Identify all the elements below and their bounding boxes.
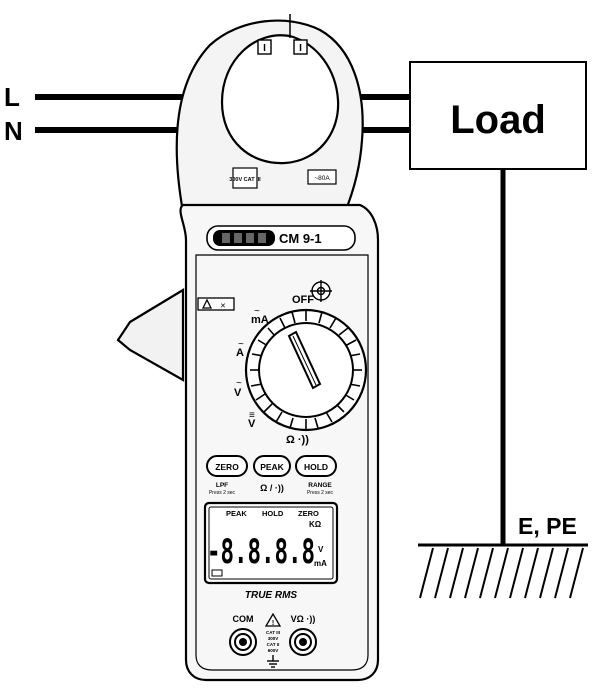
com-jack-label: COM [233,614,254,624]
jaw-mark-right [293,39,308,55]
lcd-v: V [318,545,324,554]
range-label: RANGE [308,482,332,489]
dial-label-v-ac: V [234,387,242,399]
lcd-display: PEAK HOLD ZERO KΩ -8.8.8.8 V mA [203,501,339,585]
dial-label-off: OFF [292,294,314,306]
rotary-dial[interactable] [244,308,368,432]
dial-label-ohm: Ω ·)) [286,434,309,446]
lcd-digits: -8.8.8.8 [207,532,315,572]
load-label: Load [450,98,546,142]
svg-text:HOLD: HOLD [304,462,328,472]
lcd-peak: PEAK [226,509,247,518]
dial-label-v-dc: V [248,418,256,430]
neutral-label: N [4,116,23,146]
ground-hatching [419,547,584,599]
jack-rating-4: 600V [268,648,279,653]
earth-label: E, PE [518,513,577,539]
jack-rating-3: CAT II [267,642,280,647]
dial-label-a: A [236,347,244,359]
jaw-amp-badge-text: ~80A [314,175,330,182]
com-jack[interactable] [229,628,257,656]
hold-button[interactable]: HOLD [295,455,337,477]
ground-symbol-icon [267,655,279,668]
clamp-jaw-opening [220,34,340,165]
gear-icon [310,280,332,302]
lcd-hold: HOLD [262,509,284,518]
meter-body-inner [195,254,369,671]
lpf-label: LPF [216,482,228,489]
dial-pointer-line [292,335,317,386]
lcd-kohm: KΩ [309,520,322,529]
jaw-cat-badge-text: 300V CAT III [229,177,261,183]
svg-text:✕: ✕ [220,303,226,310]
range-sublabel: Press 2 sec [307,490,334,496]
zero-button[interactable]: ZERO [206,455,248,477]
jack-rating-2: 300V [268,636,279,641]
svg-text:~: ~ [236,378,242,389]
svg-text:!: ! [272,620,274,627]
model-name: CM 9-1 [279,231,322,246]
peak-button[interactable]: PEAK [253,455,291,477]
dial-tilde-marks: ~ ~ ~ ≡ [236,306,260,421]
v-ohm-jack-label: VΩ ·)) [291,614,316,624]
jaw-mark-left-text: I [263,43,266,54]
svg-text:≡: ≡ [249,410,255,421]
dial-label-ma: mA [251,314,269,326]
wiring: L N Load E, PE [4,61,588,599]
svg-text:~: ~ [254,306,260,317]
jaw-mark-right-text: I [299,43,302,54]
jaw-amp-badge [307,169,337,185]
lcd-ma: mA [314,559,327,568]
clamp-meter: I I 300V CAT III ~80A CM 9-1 ✕ [116,14,380,682]
load-box [409,61,587,170]
jack-warning-icon: ! [264,612,282,627]
lcd-battery-icon [211,569,223,577]
model-plate-segments [222,233,266,243]
lpf-sublabel: Press 2 sec [209,490,236,496]
svg-text:~: ~ [238,339,244,350]
line-label: L [4,82,20,112]
jaw-mark-left [257,39,272,55]
warning-icon: ✕ [197,297,235,311]
lcd-zero: ZERO [298,509,319,518]
true-rms-label: TRUE RMS [245,590,298,601]
svg-text:PEAK: PEAK [260,462,284,472]
jaw-trigger [116,288,185,382]
v-ohm-jack[interactable] [289,628,317,656]
jaw-cat-badge [232,167,258,189]
center-function-symbol: Ω / ·)) [260,483,284,493]
svg-text:ZERO: ZERO [215,462,239,472]
jack-rating-1: CAT III [266,630,280,635]
meter-body [179,203,380,682]
